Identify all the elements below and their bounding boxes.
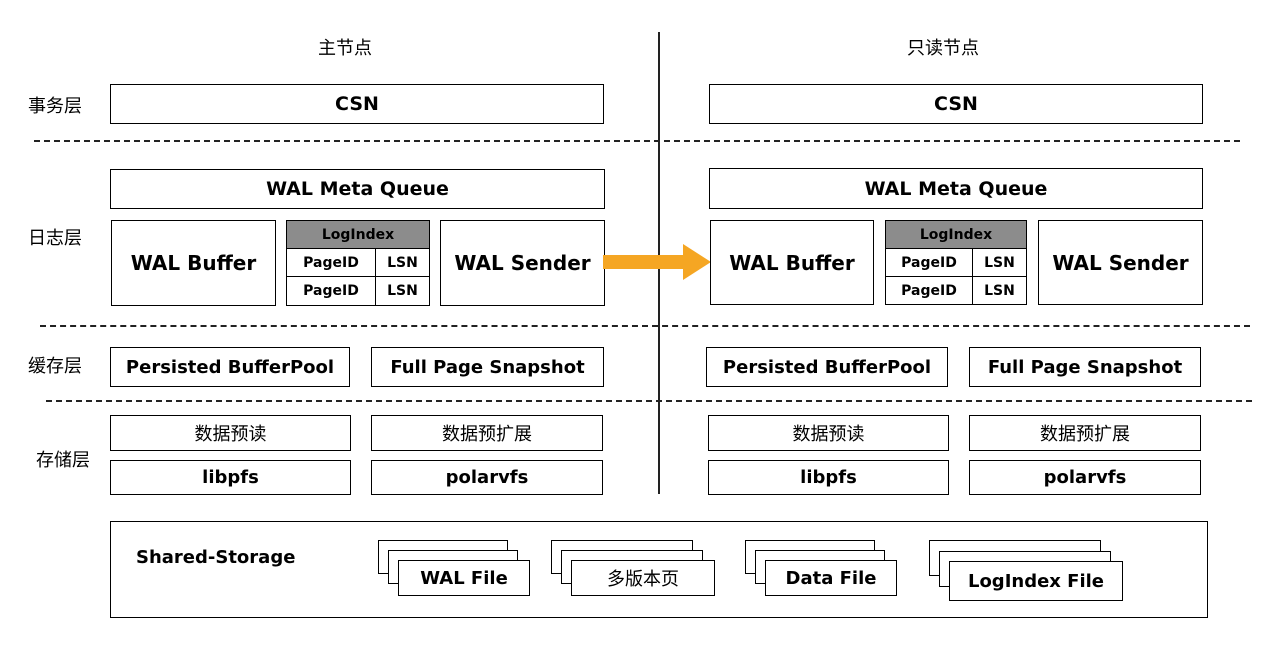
primary-logindex-pageid-2: PageID	[286, 276, 376, 306]
replica-logindex-lsn-1: LSN	[972, 248, 1027, 277]
replica-wal-sender: WAL Sender	[1038, 220, 1203, 305]
replica-node-title: 只读节点	[907, 38, 979, 59]
replication-arrow-shape	[603, 244, 711, 280]
shared-storage-label: Shared-Storage	[136, 547, 296, 568]
replica-logindex-pageid-1: PageID	[885, 248, 973, 277]
replica-polarvfs: polarvfs	[969, 460, 1201, 495]
replica-logindex: LogIndex PageID LSN PageID LSN	[885, 220, 1027, 305]
replica-logindex-pageid-2: PageID	[885, 276, 973, 305]
replica-libpfs: libpfs	[708, 460, 949, 495]
replica-logindex-title: LogIndex	[885, 220, 1027, 249]
primary-data-prefetch-extend: 数据预扩展	[371, 415, 603, 451]
replica-wal-meta-queue: WAL Meta Queue	[709, 168, 1203, 209]
primary-libpfs: libpfs	[110, 460, 351, 495]
replica-full-page-snapshot: Full Page Snapshot	[969, 347, 1201, 387]
primary-wal-buffer: WAL Buffer	[111, 220, 276, 306]
layer-label-transaction: 事务层	[28, 96, 82, 117]
replica-wal-buffer: WAL Buffer	[710, 220, 874, 305]
replication-arrow	[603, 244, 711, 280]
wal-file: WAL File	[398, 560, 530, 596]
primary-node-title: 主节点	[318, 38, 372, 59]
primary-persisted-bufferpool: Persisted BufferPool	[110, 347, 350, 387]
primary-polarvfs: polarvfs	[371, 460, 603, 495]
separator-log-cache	[40, 325, 1250, 327]
shared-storage-box	[110, 521, 1208, 618]
replica-data-prefetch: 数据预读	[708, 415, 949, 451]
primary-logindex-lsn-1: LSN	[375, 248, 430, 277]
primary-wal-sender: WAL Sender	[440, 220, 605, 306]
multi-version-page-file: 多版本页	[571, 560, 715, 596]
layer-label-cache: 缓存层	[28, 356, 82, 377]
logindex-file: LogIndex File	[949, 561, 1123, 601]
primary-csn-box: CSN	[110, 84, 604, 124]
primary-full-page-snapshot: Full Page Snapshot	[371, 347, 604, 387]
primary-logindex-pageid-1: PageID	[286, 248, 376, 277]
primary-data-prefetch: 数据预读	[110, 415, 351, 451]
primary-wal-meta-queue: WAL Meta Queue	[110, 169, 605, 209]
layer-label-log: 日志层	[28, 228, 82, 249]
data-file: Data File	[765, 560, 897, 596]
primary-logindex-title: LogIndex	[286, 220, 430, 249]
replica-data-prefetch-extend: 数据预扩展	[969, 415, 1201, 451]
primary-logindex-lsn-2: LSN	[375, 276, 430, 306]
primary-logindex: LogIndex PageID LSN PageID LSN	[286, 220, 430, 306]
layer-label-storage: 存储层	[36, 450, 90, 471]
replica-logindex-lsn-2: LSN	[972, 276, 1027, 305]
replica-persisted-bufferpool: Persisted BufferPool	[706, 347, 948, 387]
separator-transaction-log	[34, 140, 1240, 142]
separator-cache-storage	[46, 400, 1252, 402]
replica-csn-box: CSN	[709, 84, 1203, 124]
